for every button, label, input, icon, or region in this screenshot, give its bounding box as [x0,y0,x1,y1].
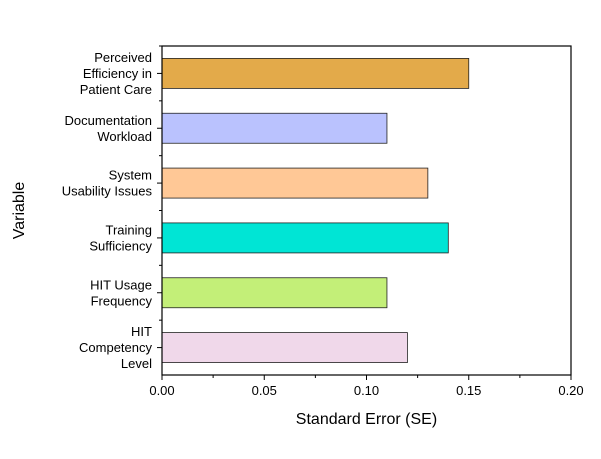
y-tick-label-line: Level [121,356,152,371]
y-tick-label-line: System [109,168,152,183]
axes-layer [161,45,572,376]
bar-training-sufficiency [161,222,449,254]
y-tick-label-line: Sufficiency [89,238,152,253]
x-tick-label: 0.05 [252,383,277,398]
x-tick-label: 0.00 [149,383,174,398]
y-tick-label-line: Training [106,222,152,237]
x-tick-label: 0.10 [354,383,379,398]
plot-frame [161,45,572,376]
y-axis-title: Variable [11,182,28,240]
x-ticks: 0.00 0.05 0.10 0.15 0.20 [149,375,584,398]
y-tick-label-line: Usability Issues [62,184,153,199]
y-tick-label-line: Frequency [91,293,153,308]
y-tick-label-line: HIT [131,324,152,339]
y-tick-label-line: Perceived [94,50,152,65]
bar-system-usability-issues [161,167,429,199]
y-tick-label-line: Patient Care [80,82,152,97]
bars-layer [161,58,470,363]
x-tick-label: 0.15 [456,383,481,398]
y-tick-label-line: Documentation [65,113,152,128]
bar-documentation-workload [161,112,388,144]
y-tick-label-line: HIT Usage [90,277,152,292]
y-tick-label-line: Workload [97,129,152,144]
y-tick-label-line: Efficiency in [83,66,152,81]
bar-perceived-efficiency-in-patient-care [161,58,470,89]
bar-hit-competency-level [161,332,408,363]
bar-hit-usage-frequency [161,277,388,309]
y-tick-label-line: Competency [79,340,152,355]
x-axis-title: Standard Error (SE) [296,411,437,428]
x-tick-label: 0.20 [558,383,583,398]
